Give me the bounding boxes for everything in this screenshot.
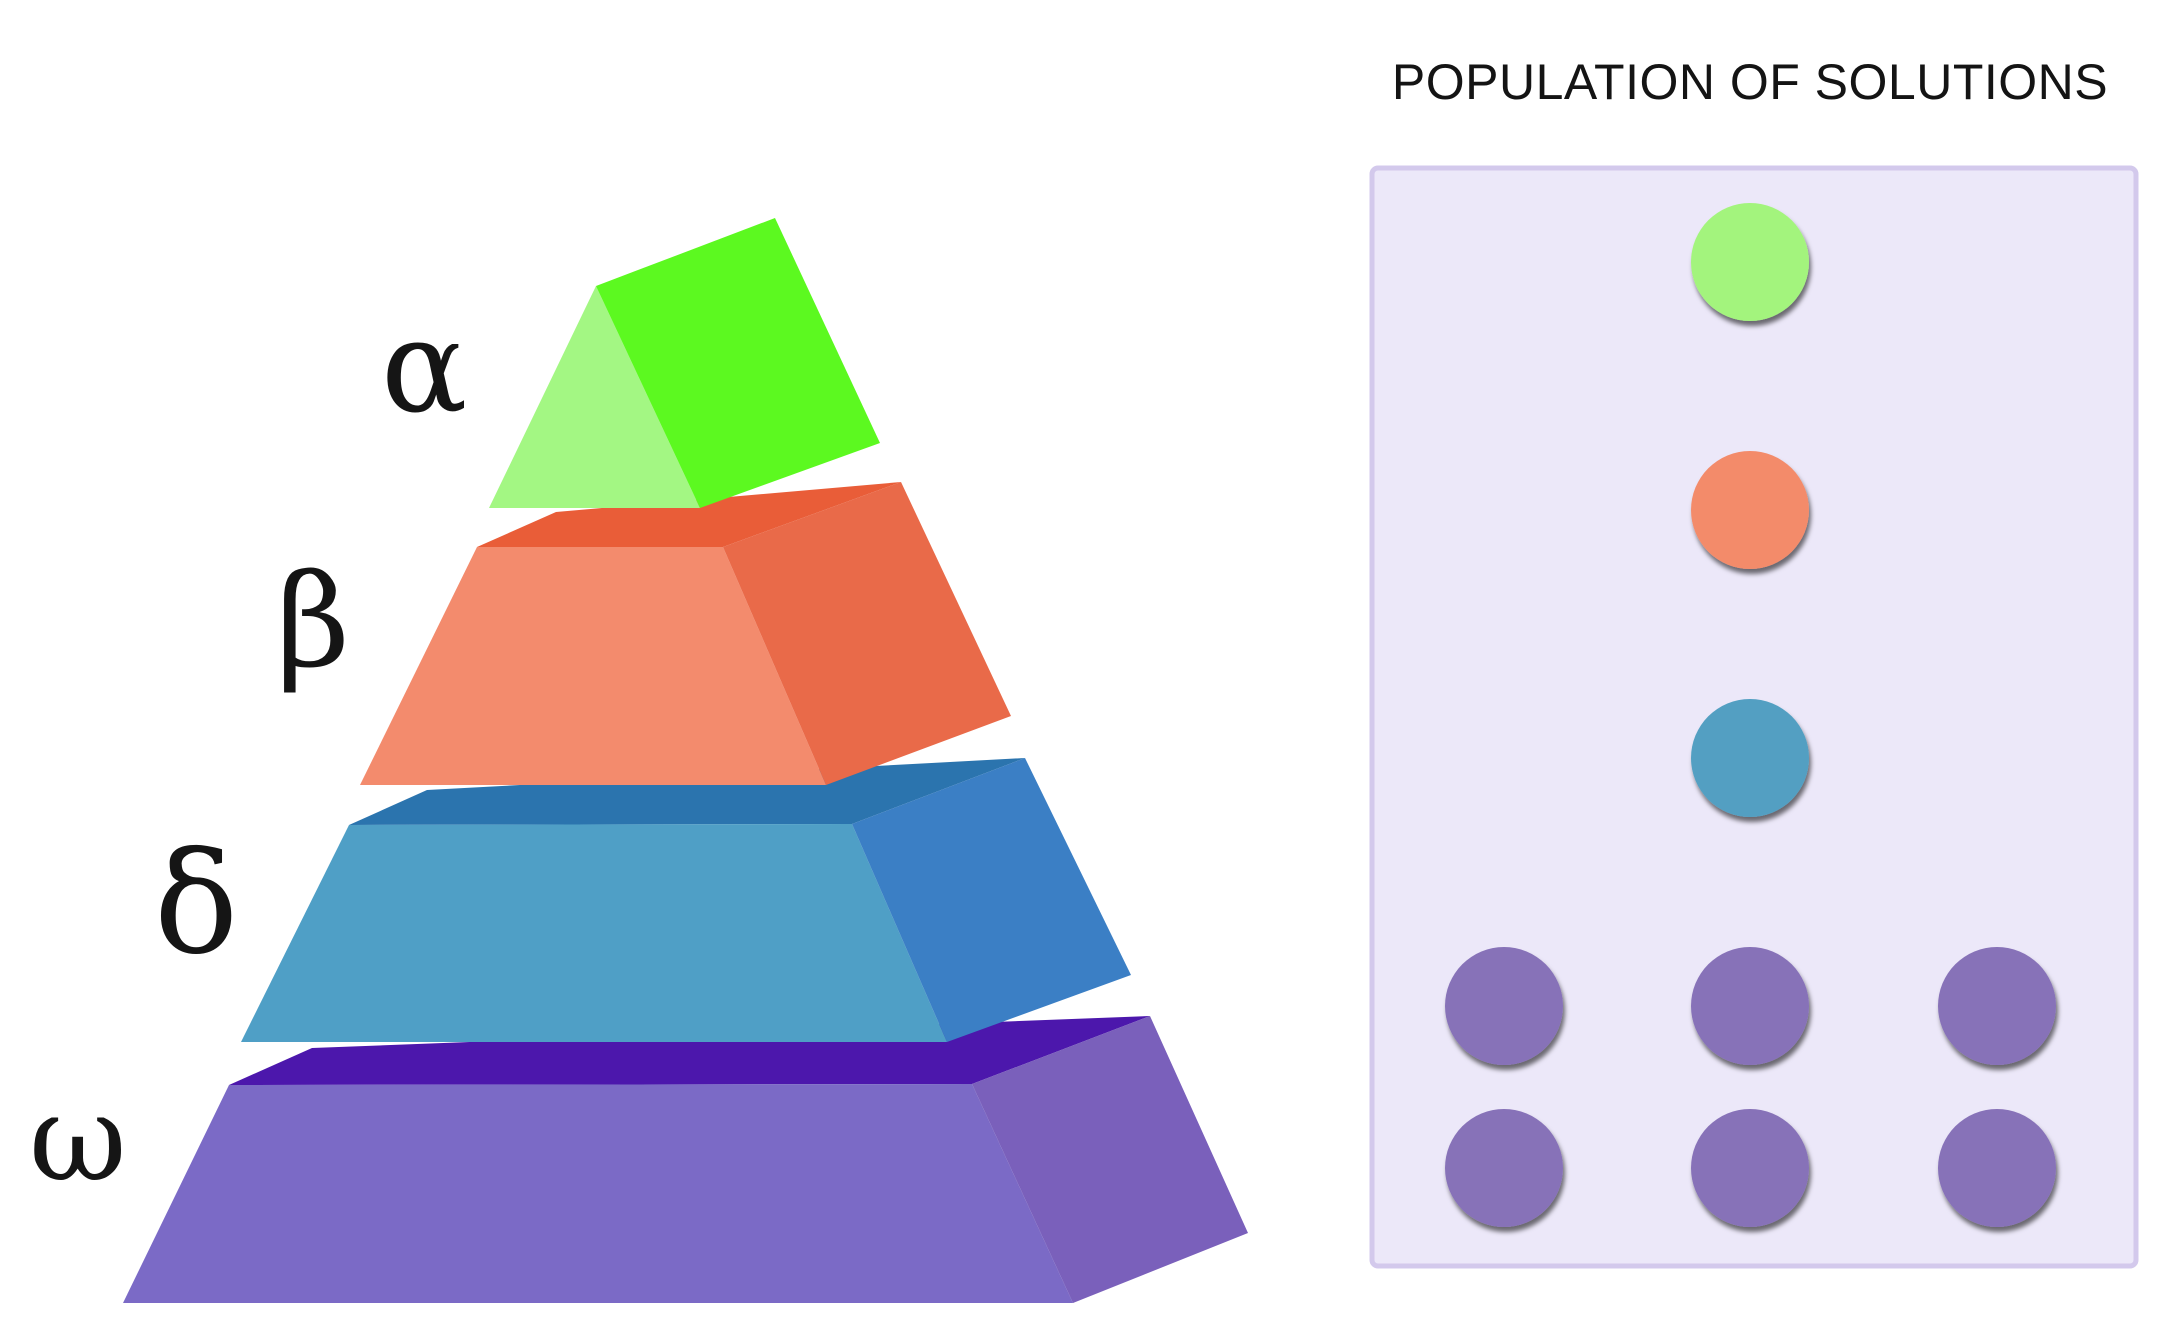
- tier-label-omega: ω: [29, 1070, 127, 1209]
- tier-omega-side: [972, 1016, 1248, 1303]
- tier-label-alpha: α: [381, 293, 467, 442]
- tier-beta: [360, 482, 1011, 785]
- tier-label-beta: β: [276, 548, 350, 697]
- tier-label-delta: δ: [154, 823, 238, 986]
- tier-delta-side: [852, 758, 1131, 1042]
- tier-beta-front: [360, 547, 826, 785]
- tier-beta-top: [477, 482, 901, 547]
- solution-dot-beta: [1691, 451, 1809, 569]
- tier-alpha-front: [489, 286, 700, 508]
- tier-omega: [123, 1016, 1248, 1303]
- solution-dot-delta: [1691, 699, 1809, 817]
- solution-dots: [1445, 203, 2056, 1227]
- solution-dot-omega: [1691, 947, 1809, 1065]
- tier-delta-front: [241, 824, 947, 1042]
- solution-dot-omega: [1445, 947, 1563, 1065]
- tier-delta: [241, 758, 1131, 1042]
- population-panel: POPULATION OF SOLUTIONS: [1369, 54, 2139, 1269]
- tier-beta-side: [723, 482, 1011, 785]
- tier-alpha: [489, 218, 880, 508]
- solution-dot-alpha: [1691, 203, 1809, 321]
- population-title: POPULATION OF SOLUTIONS: [1392, 54, 2108, 110]
- tier-omega-front: [123, 1084, 1073, 1303]
- solution-dot-omega: [1938, 947, 2056, 1065]
- solution-dot-omega: [1445, 1109, 1563, 1227]
- tier-delta-top: [349, 758, 1025, 825]
- solution-dot-omega: [1938, 1109, 2056, 1227]
- pyramid: α β δ ω: [29, 218, 1248, 1303]
- tier-alpha-side: [596, 218, 880, 508]
- solution-dot-omega: [1691, 1109, 1809, 1227]
